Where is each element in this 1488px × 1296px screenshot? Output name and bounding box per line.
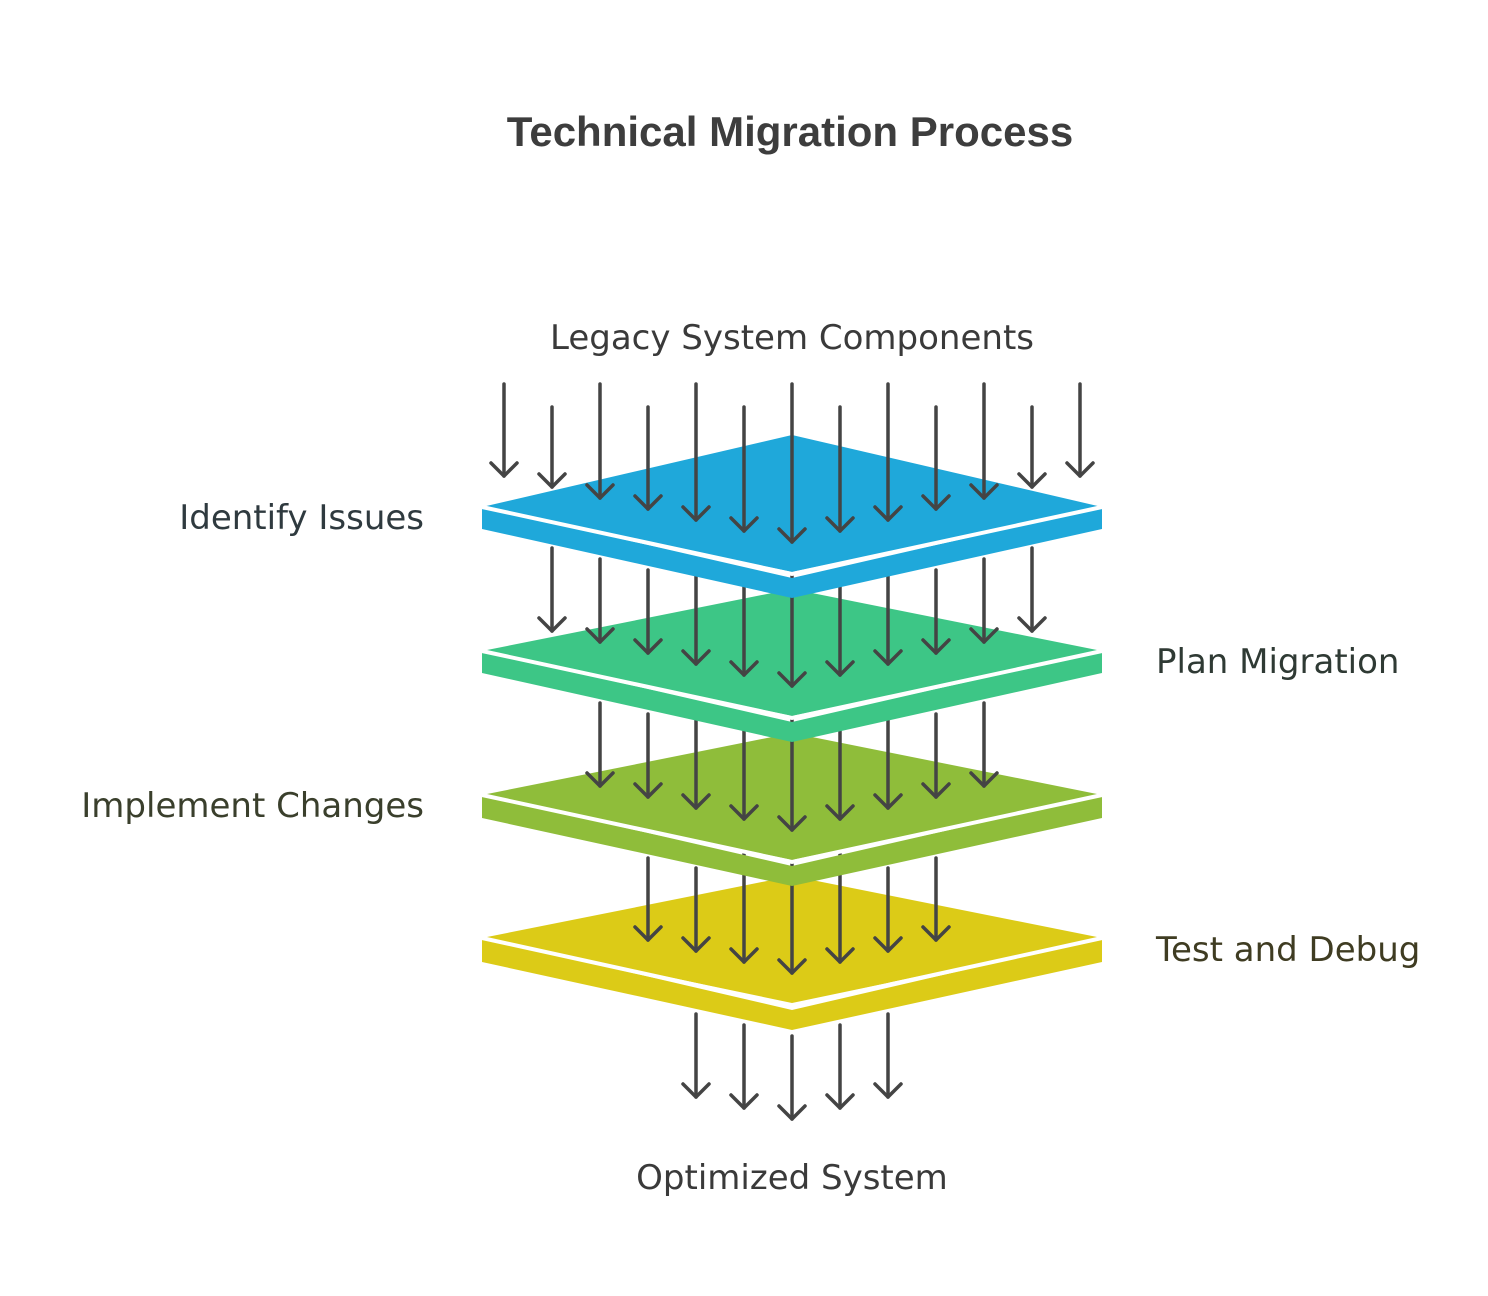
label-identify-issues: Identify Issues — [179, 498, 424, 538]
layer-1-side — [482, 507, 1102, 598]
layer-4-side — [482, 938, 1102, 1030]
layer-2-side — [482, 651, 1102, 742]
layer-3-side — [482, 795, 1102, 886]
label-plan-migration: Plan Migration — [1156, 642, 1399, 682]
label-test-and-debug: Test and Debug — [1155, 930, 1420, 970]
arrows-layer-1-to-2 — [537, 546, 1047, 688]
input-label: Legacy System Components — [550, 318, 1034, 358]
arrows-layer-2-to-3 — [585, 701, 999, 832]
label-implement-changes: Implement Changes — [81, 786, 424, 826]
output-label: Optimized System — [636, 1158, 948, 1198]
diagram-title: Technical Migration Process — [507, 108, 1073, 155]
arrows-input-to-layer-1 — [489, 382, 1095, 544]
arrows-layer-4-to-output — [681, 1012, 903, 1121]
